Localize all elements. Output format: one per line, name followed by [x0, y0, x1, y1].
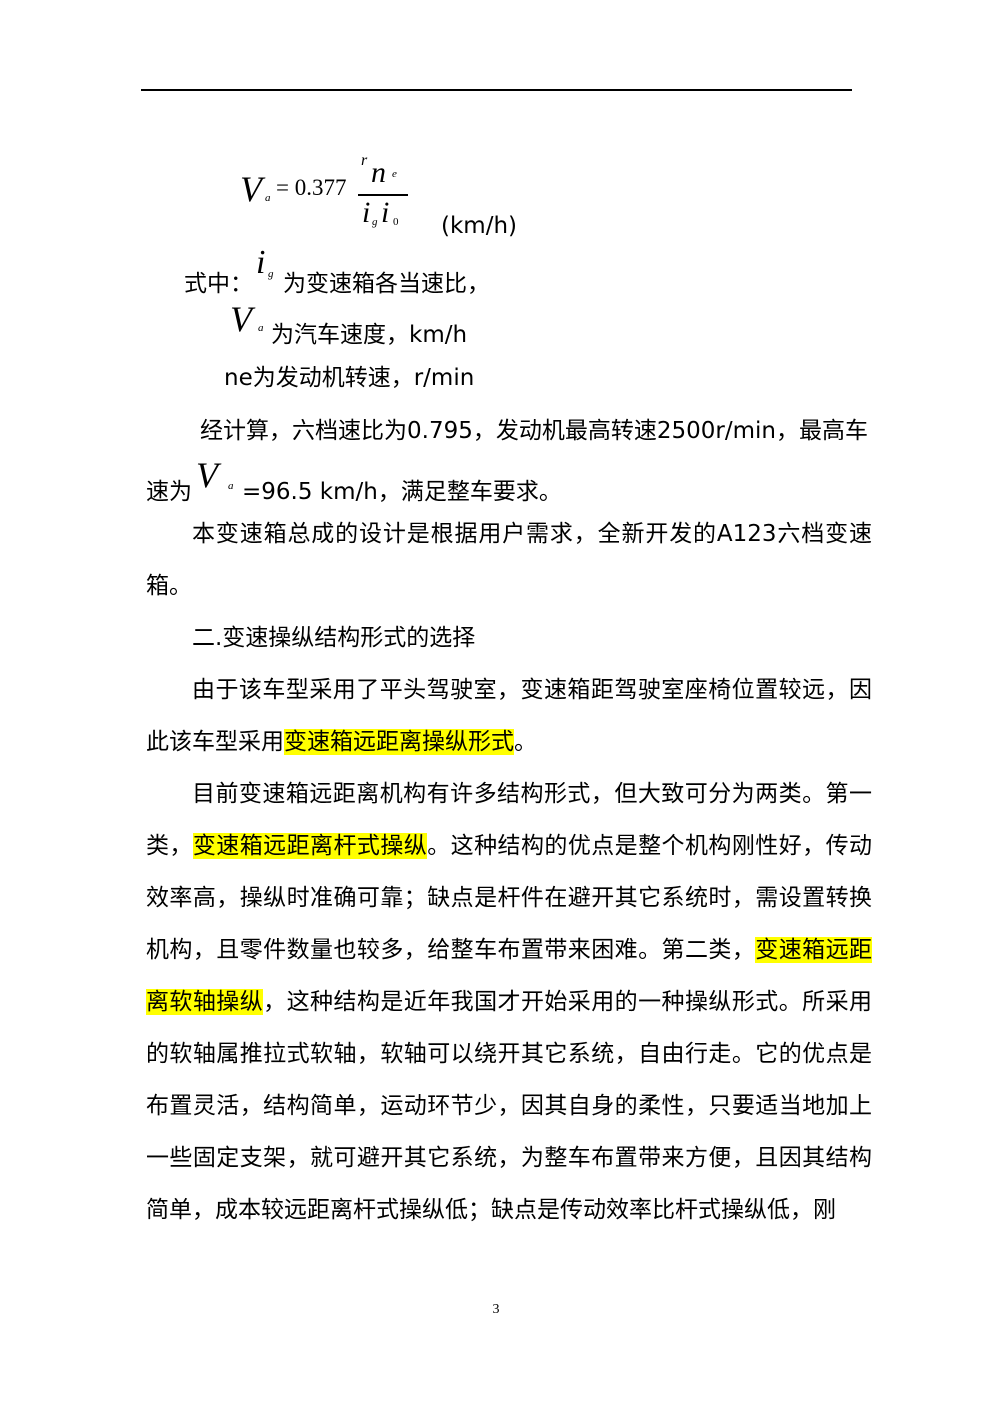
formula-v: V — [240, 169, 262, 209]
speed-formula: V a = 0.377 r n e i g i 0 — [240, 150, 440, 240]
formula-i0-sub: 0 — [393, 216, 399, 228]
reason-text: 由于该车型采用了平头驾驶室，变速箱距驾驶室座椅位置较远，因此该车型采用 — [146, 677, 872, 755]
section-heading: 二.变速操纵结构形式的选择 — [192, 625, 476, 651]
highlight-rod-control: 变速箱远距离杆式操纵 — [192, 833, 428, 859]
main-text-1: 目前变速箱远距离机构有许多结构形式，但大致可分为两类。第一类， — [146, 781, 872, 859]
va-sub: a — [258, 322, 264, 334]
va-var: V — [230, 299, 252, 339]
va-description: 为汽车速度，km/h — [271, 322, 468, 348]
header-rule — [141, 89, 852, 91]
formula-i0: i — [381, 196, 390, 229]
page-number: 3 — [492, 1302, 500, 1317]
formula-equals: = 0.377 — [276, 175, 347, 200]
reason-end: 。 — [514, 729, 537, 755]
main-text-3: ，这种结构是近年我国才开始采用的一种操纵形式。所采用的软轴属推拉式软轴，软轴可以… — [146, 989, 873, 1223]
fraction-bar — [358, 194, 408, 196]
definitions-prefix: 式中： — [184, 271, 253, 297]
formula-n: n — [371, 156, 386, 189]
paragraph-reason: 由于该车型采用了平头驾驶室，变速箱距驾驶室座椅位置较远，因此该车型采用变速箱远距… — [146, 664, 872, 768]
paragraph-main: 目前变速箱远距离机构有许多结构形式，但大致可分为两类。第一类，变速箱远距离杆式操… — [146, 768, 872, 1236]
main-text-2: 。这种结构的优点是整个机构刚性好，传动效率高，操纵时准确可靠；缺点是杆件在避开其… — [146, 833, 873, 963]
paragraph-design: 本变速箱总成的设计是根据用户需求，全新开发的A123六档变速箱。 — [146, 521, 872, 599]
ne-description: ne为发动机转速，r/min — [224, 365, 475, 391]
calc-line2-prefix: 速为 — [146, 479, 192, 505]
ig-description: 为变速箱各当速比， — [283, 271, 490, 297]
formula-unit: (km/h) — [441, 213, 517, 239]
formula-ig: i — [362, 196, 371, 229]
formula-r: r — [361, 152, 368, 169]
formula-v-sub: a — [265, 192, 271, 204]
formula-n-sub: e — [392, 168, 397, 180]
calc-va-sub: a — [228, 480, 234, 492]
calc-va-var: V — [196, 455, 218, 495]
calc-line2-suffix: =96.5 km/h，满足整车要求。 — [242, 479, 562, 505]
ig-sub: g — [268, 268, 274, 280]
formula-ig-sub: g — [372, 216, 378, 228]
calc-line1: 经计算，六档速比为0.795，发动机最高转速2500r/min，最高车 — [200, 418, 868, 444]
highlight-remote-control: 变速箱远距离操纵形式 — [284, 729, 514, 755]
ig-var: i — [256, 244, 266, 281]
